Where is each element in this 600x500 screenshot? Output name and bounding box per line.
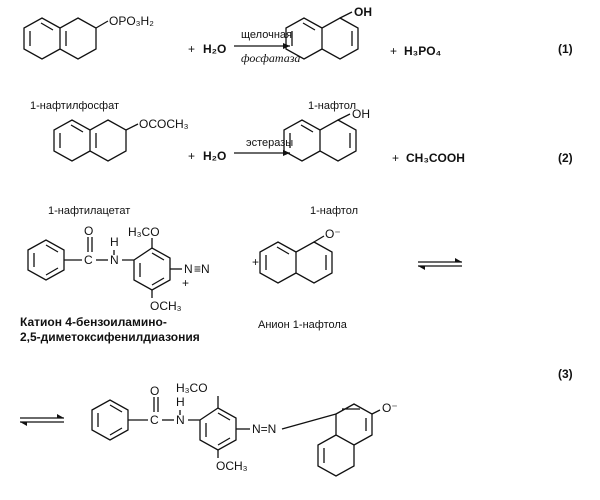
product-name-1: 1-нафтол [308, 100, 356, 112]
amide-h: H [110, 235, 119, 249]
benzoyl-ring-reactant [27, 237, 108, 281]
naphthalene-1-naphthylacetate [53, 119, 139, 162]
diazonium-charge: + [182, 276, 189, 290]
cation-name-line1: Катион 4-бензоиламино- [20, 315, 167, 329]
reactant-substituent-1: OPO₃H₂ [109, 14, 154, 28]
carbonyl-o: O [84, 224, 93, 238]
cation-name-line2: 2,5-диметоксифенилдиазония [20, 330, 200, 344]
catalyst-1-line1: щелочная [241, 29, 292, 41]
plus-2b: + [392, 151, 399, 165]
naphthalene-product [281, 403, 381, 477]
equilibrium-arrows-a [418, 258, 462, 270]
amide-c: C [84, 253, 93, 267]
naphthalene-naphtholate-anion [259, 235, 333, 284]
methoxy-bottom: OCH₃ [150, 299, 182, 313]
catalyst-1-line2: фосфатаза [241, 51, 300, 65]
product-substituent-2: OH [352, 107, 370, 121]
equilibrium-arrows-b [20, 414, 64, 426]
product-amide-h: H [176, 395, 185, 409]
diazonium-n: N [184, 262, 193, 276]
naphthalene-1-naphthol-b [283, 113, 357, 162]
reaction-number-2: (2) [558, 151, 573, 165]
product-azo: N=N [252, 422, 276, 436]
dimethoxyphenyl-ring-product [188, 396, 250, 458]
water-2: H₂O [203, 149, 226, 163]
water-1: H₂O [203, 42, 226, 56]
product-substituent-1: OH [354, 5, 372, 19]
plus-1b: + [390, 44, 397, 58]
plus-3: + [252, 255, 259, 269]
benzoyl-ring-product [91, 397, 174, 441]
reactant-name-2: 1-нафтилацетат [48, 205, 130, 217]
methoxy-top: H₃CO [128, 225, 160, 239]
reactant-name-1: 1-нафтилфосфат [30, 100, 119, 112]
diazonium-triple: ≡N [194, 262, 210, 276]
naphthalene-1-naphthylphosphate [23, 17, 109, 60]
product-o: O⁻ [382, 401, 398, 415]
plus-1a: + [188, 42, 195, 56]
product-amide-c: C [150, 413, 159, 427]
product-amide-n: N [176, 413, 185, 427]
reaction-number-3: (3) [558, 367, 573, 381]
plus-2a: + [188, 149, 195, 163]
reaction-number-1: (1) [558, 42, 573, 56]
reactant-substituent-2: OCOCH₃ [139, 117, 189, 131]
anion-name: Анион 1-нафтола [258, 319, 348, 331]
dimethoxyphenyl-ring-reactant [122, 238, 182, 298]
naphtholate-o: O⁻ [325, 227, 341, 241]
product-methoxy-top: H₃CO [176, 381, 208, 395]
catalyst-2: эстеразы [246, 137, 293, 149]
product-carbonyl-o: O [150, 384, 159, 398]
byproduct-2: CH₃COOH [406, 151, 465, 165]
amide-n: N [110, 253, 119, 267]
naphthalene-1-naphthol-a [285, 11, 359, 60]
product-methoxy-bottom: OCH₃ [216, 459, 248, 473]
product-name-2: 1-нафтол [310, 205, 358, 217]
byproduct-1: H₃PO₄ [404, 44, 442, 58]
